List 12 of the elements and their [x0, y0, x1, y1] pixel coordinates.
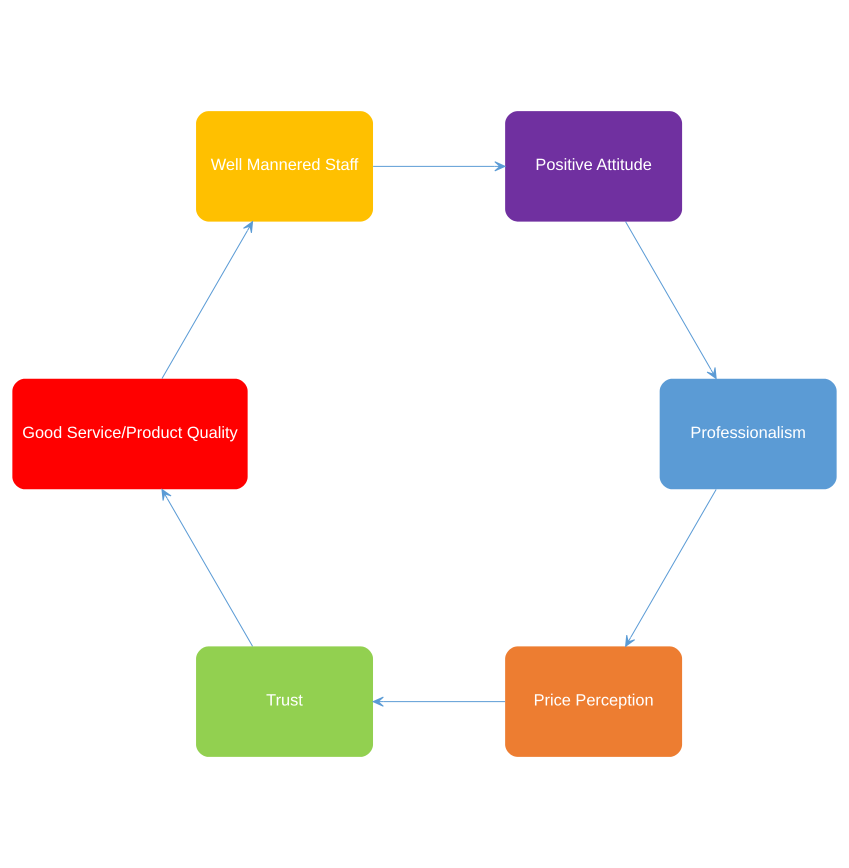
- arrow: [162, 221, 254, 379]
- arrow: [161, 488, 253, 646]
- arrow: [372, 696, 506, 707]
- node-box: Well Mannered Staff: [196, 111, 374, 222]
- arrow: [373, 161, 506, 172]
- node-box: Good Service/Product Quality: [12, 378, 248, 490]
- arrow: [625, 489, 717, 647]
- arrow: [625, 222, 717, 380]
- node-box: Professionalism: [660, 378, 837, 490]
- node-box: Trust: [196, 646, 374, 757]
- node-box: Price Perception: [505, 646, 682, 757]
- node-box: Positive Attitude: [505, 111, 682, 222]
